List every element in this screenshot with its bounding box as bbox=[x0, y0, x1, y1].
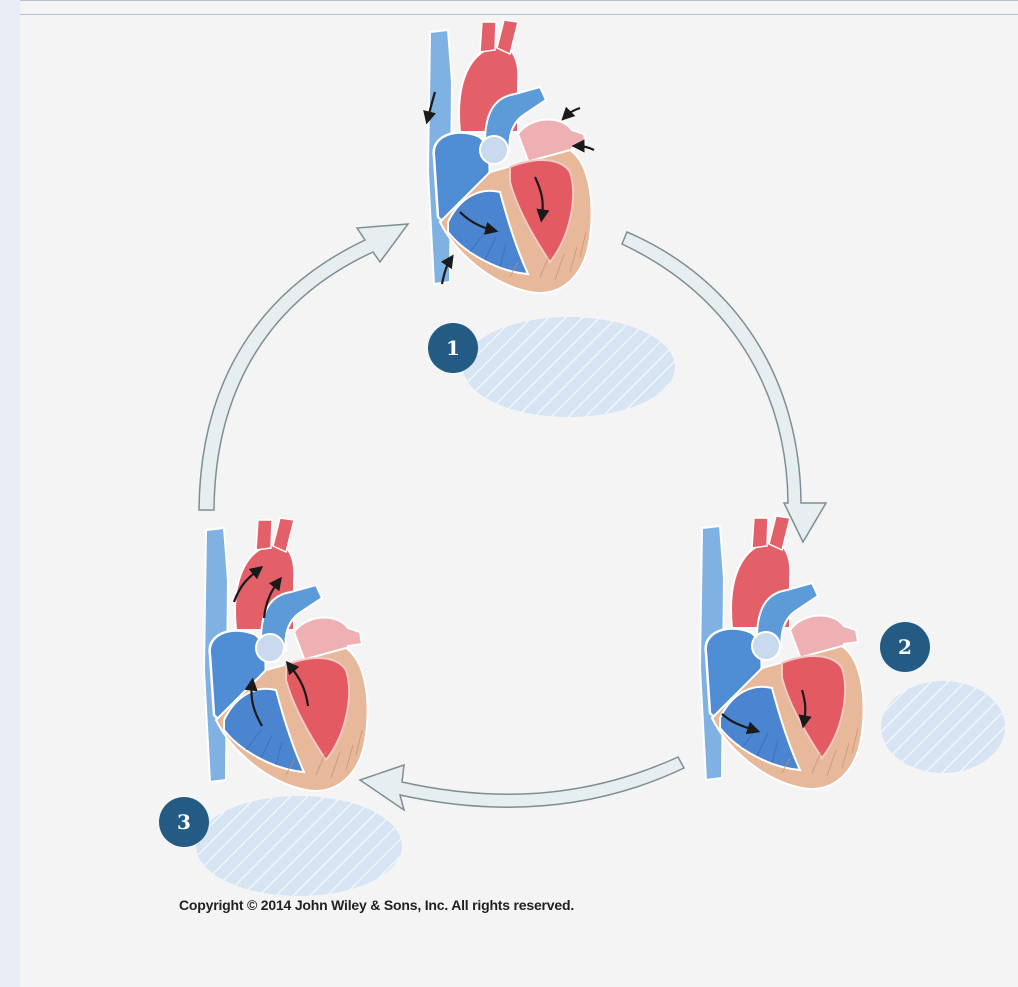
step-number-3: 3 bbox=[177, 810, 191, 834]
heart-illustration-step-2 bbox=[698, 514, 865, 791]
heart-illustration-step-1 bbox=[423, 18, 595, 295]
copyright-notice: Copyright © 2014 John Wiley & Sons, Inc.… bbox=[179, 897, 575, 913]
cycle-arrow-1-to-2 bbox=[621, 231, 828, 544]
step-badge-2: 2 bbox=[880, 622, 930, 672]
cycle-arrow-3-to-1 bbox=[198, 223, 410, 511]
step-badge-1: 1 bbox=[428, 323, 478, 373]
top-divider bbox=[20, 14, 1018, 15]
step-number-2: 2 bbox=[898, 635, 912, 659]
cycle-arrow-2-to-3 bbox=[358, 756, 686, 812]
answer-blank-step-3[interactable] bbox=[196, 796, 402, 896]
step-badge-3: 3 bbox=[159, 797, 209, 847]
heart-illustration-step-3 bbox=[202, 516, 369, 793]
step-number-1: 1 bbox=[446, 336, 460, 360]
answer-blank-step-1[interactable] bbox=[463, 317, 675, 417]
answer-blank-step-2[interactable] bbox=[881, 681, 1005, 773]
